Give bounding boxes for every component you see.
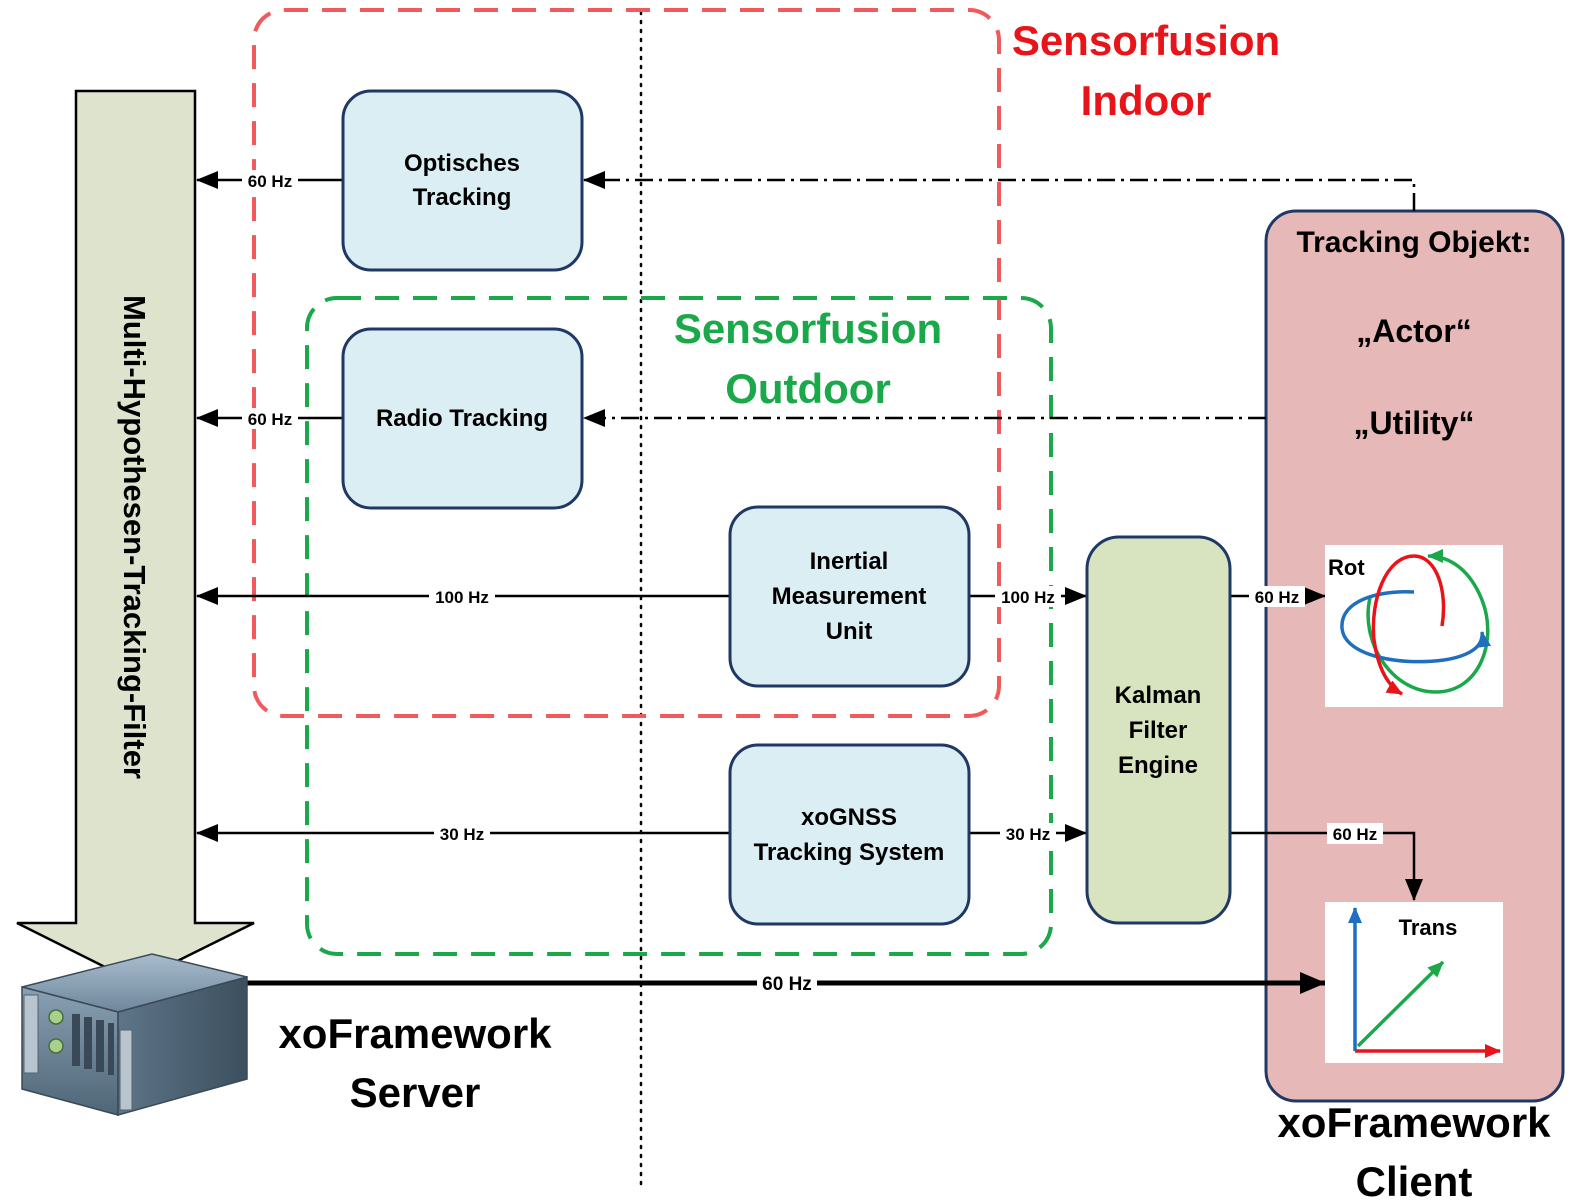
client-item-utility: „Utility“: [1354, 405, 1475, 441]
rate-imu-kalman-text: 100 Hz: [1001, 588, 1055, 607]
rate-label-server-client: 60 Hz: [757, 972, 817, 995]
edge-kalman-to-trans: [1230, 831, 1423, 901]
rotation-blue-arc: [1340, 590, 1492, 664]
node-imu-label-3: Unit: [826, 618, 873, 645]
rotation-red-arc: [1371, 554, 1446, 696]
node-imu: Inertial Measurement Unit: [728, 505, 971, 688]
node-kalman-label-2: Filter: [1129, 717, 1188, 744]
node-optical-label-1: Optisches: [404, 150, 520, 177]
node-gnss: xoGNSS Tracking System: [728, 743, 971, 926]
region-indoor: [252, 8, 1001, 718]
node-radio-label: Radio Tracking: [376, 405, 548, 432]
node-gnss-label-1: xoGNSS: [801, 804, 897, 831]
node-kalman-label-1: Kalman: [1115, 682, 1202, 709]
rate-label-radio: 60 Hz: [242, 408, 298, 429]
translation-image: Trans: [1325, 902, 1503, 1063]
node-imu-label-1: Inertial: [810, 548, 889, 575]
filter-arrow: [16, 89, 255, 984]
translation-label: Trans: [1399, 915, 1458, 940]
rate-kalman-trans-text: 60 Hz: [1333, 825, 1377, 844]
rate-gnss-filter-text: 30 Hz: [440, 825, 484, 844]
rate-gnss-kalman-text: 30 Hz: [1006, 825, 1050, 844]
rate-optical-text: 60 Hz: [248, 172, 292, 191]
server-label-1: xoFramework: [278, 1010, 552, 1057]
region-outdoor: [305, 296, 1053, 956]
client-footer-2: Client: [1356, 1158, 1473, 1203]
node-gnss-label-2: Tracking System: [754, 839, 945, 866]
region-indoor-title-2: Indoor: [1081, 77, 1212, 124]
region-outdoor-title-1: Sensorfusion: [674, 305, 942, 352]
client-footer-1: xoFramework: [1277, 1099, 1551, 1146]
rate-label-gnss-kalman: 30 Hz: [1000, 823, 1056, 844]
node-imu-label-2: Measurement: [772, 583, 927, 610]
node-radio-tracking: Radio Tracking: [341, 327, 584, 510]
rate-label-imu-kalman: 100 Hz: [995, 586, 1061, 607]
rotation-image: Rot: [1325, 545, 1503, 707]
filter-arrow-label: Multi-Hypothesen-Tracking-Filter: [117, 295, 152, 779]
rate-kalman-rot-text: 60 Hz: [1255, 588, 1299, 607]
rate-label-kalman-rot: 60 Hz: [1249, 586, 1305, 607]
rotation-label: Rot: [1328, 555, 1365, 580]
server-icon: [21, 953, 248, 1116]
feedback-line-optical: [583, 171, 1416, 211]
server-label-2: Server: [350, 1069, 481, 1116]
region-outdoor-title-2: Outdoor: [725, 365, 891, 412]
rate-label-imu-filter: 100 Hz: [429, 586, 495, 607]
node-optical-tracking: Optisches Tracking: [341, 89, 584, 272]
client-title: Tracking Objekt:: [1296, 226, 1531, 259]
translation-vector: [1356, 960, 1445, 1048]
node-kalman: Kalman Filter Engine: [1085, 535, 1232, 925]
client-item-actor: „Actor“: [1356, 313, 1472, 349]
rate-radio-text: 60 Hz: [248, 410, 292, 429]
rate-label-optical: 60 Hz: [242, 170, 298, 191]
region-indoor-title-1: Sensorfusion: [1012, 17, 1280, 64]
rate-label-kalman-trans: 60 Hz: [1327, 823, 1383, 844]
rate-server-client-text: 60 Hz: [762, 974, 812, 995]
rate-label-gnss-filter: 30 Hz: [434, 823, 490, 844]
rate-imu-filter-text: 100 Hz: [435, 588, 489, 607]
node-optical-label-2: Tracking: [413, 184, 512, 211]
node-kalman-label-3: Engine: [1118, 752, 1198, 779]
